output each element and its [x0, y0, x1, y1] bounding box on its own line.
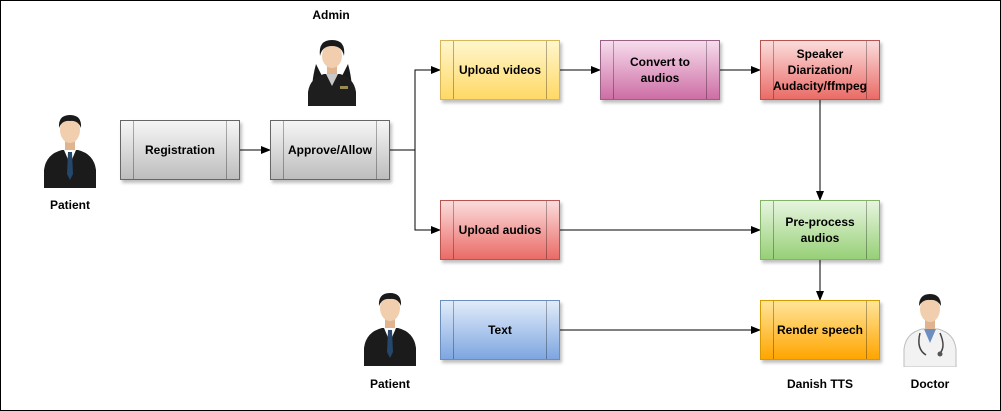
render-box: Render speech — [760, 300, 880, 360]
upload-videos-box: Upload videos — [440, 40, 560, 100]
approve-box: Approve/Allow — [270, 120, 390, 180]
convert-box: Convert to audios — [600, 40, 720, 100]
approve-label: Approve/Allow — [287, 143, 372, 157]
patient-bottom-label: Patient — [369, 377, 410, 391]
patient-icon — [364, 293, 416, 366]
render-label: Render speech — [776, 323, 864, 337]
text-label: Text — [488, 323, 512, 337]
patient-left-label: Patient — [49, 198, 90, 212]
doctor-label: Doctor — [910, 377, 950, 391]
registration-box: Registration — [120, 120, 240, 180]
registration-label: Registration — [144, 143, 215, 157]
admin-label: Admin — [312, 8, 350, 22]
preprocess-box: Pre-process audios — [760, 200, 880, 260]
upload-audios-box: Upload audios — [440, 200, 560, 260]
upload-videos-label: Upload videos — [458, 63, 541, 77]
edge-approve-upload-audios — [414, 150, 441, 234]
danish-tts-label: Danish TTS — [786, 377, 853, 391]
doctor-icon — [903, 294, 957, 367]
edge-approve-upload-videos — [390, 66, 441, 151]
text-box: Text — [440, 300, 560, 360]
upload-audios-label: Upload audios — [458, 223, 542, 237]
admin-icon — [308, 40, 356, 106]
diarization-box: Speaker Diarization/ Audacity/ffmpeg — [760, 40, 880, 100]
patient-icon — [44, 115, 96, 188]
preprocess-label: Pre-process audios — [785, 215, 855, 245]
convert-label: Convert to audios — [630, 55, 690, 85]
diarization-label: Speaker Diarization/ Audacity/ffmpeg — [773, 47, 868, 93]
